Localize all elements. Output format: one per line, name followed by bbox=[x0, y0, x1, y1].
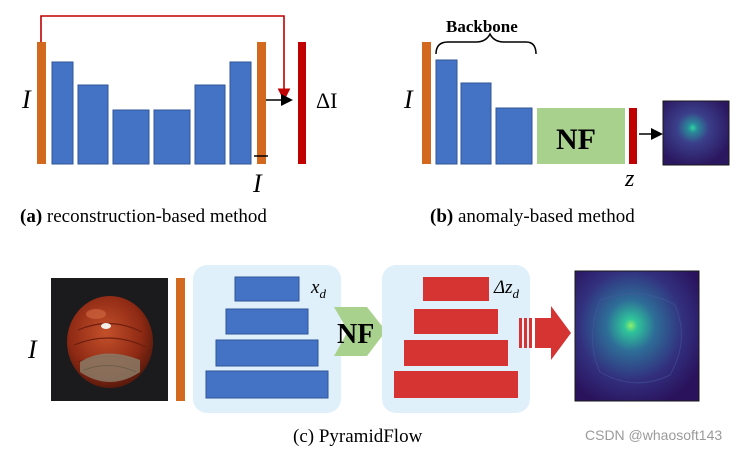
nf-block bbox=[537, 108, 625, 164]
panel-b-input-label: I bbox=[403, 85, 414, 114]
reconstruction-bar bbox=[257, 42, 266, 164]
pyramid-level-1 bbox=[234, 276, 300, 302]
latent-level-4 bbox=[394, 371, 518, 398]
panel-a: I I ΔI (a) reconstruction-based method bbox=[20, 15, 337, 227]
decoder-bar-1 bbox=[194, 84, 226, 165]
dz-label: Δzd bbox=[493, 277, 520, 301]
panel-b-caption: (b) anomaly-based method bbox=[430, 206, 635, 227]
anomaly-heatmap-c bbox=[574, 270, 700, 402]
anomaly-heatmap-b bbox=[662, 100, 730, 166]
latent-level-2 bbox=[414, 309, 498, 334]
latent-level-3 bbox=[404, 340, 508, 366]
pyramid-level-2 bbox=[225, 308, 309, 335]
encoder-bar-2 bbox=[77, 84, 109, 165]
xd-label: xd bbox=[310, 277, 326, 301]
input-image-bar bbox=[37, 42, 46, 164]
input-image-bar bbox=[176, 278, 185, 401]
latent-z-bar bbox=[629, 108, 637, 164]
backbone-brace bbox=[435, 32, 537, 55]
panel-c: I xd NF Δzd bbox=[27, 265, 700, 447]
backbone-bar-2 bbox=[460, 82, 492, 165]
panel-a-recon-label: I bbox=[252, 169, 263, 198]
panel-a-caption: (a) reconstruction-based method bbox=[20, 206, 267, 227]
backbone-bar-3 bbox=[495, 107, 533, 165]
backbone-bar-1 bbox=[435, 59, 458, 165]
panel-b-nf-label: NF bbox=[556, 123, 596, 156]
bottleneck-bar-1 bbox=[112, 109, 150, 165]
latent-level-1 bbox=[423, 277, 489, 301]
hazelnut-image bbox=[51, 278, 168, 401]
decoder-bar-2 bbox=[229, 61, 252, 165]
panel-a-diff-label: ΔI bbox=[316, 88, 337, 113]
skip-arrow bbox=[40, 15, 291, 102]
input-image-bar bbox=[422, 42, 431, 164]
encoder-bar-1 bbox=[51, 61, 74, 165]
nf-arrow bbox=[334, 307, 386, 356]
panel-c-caption: (c) PyramidFlow bbox=[293, 426, 423, 447]
difference-bar bbox=[298, 42, 306, 164]
watermark: CSDN @whaosoft143 bbox=[585, 427, 722, 443]
output-arrow-red bbox=[519, 306, 571, 360]
pyramid-level-4 bbox=[205, 370, 329, 399]
panel-b: I Backbone NF z (b) anomaly-based method bbox=[403, 17, 730, 227]
panel-a-input-label: I bbox=[21, 85, 32, 114]
bottleneck-bar-2 bbox=[153, 109, 191, 165]
panel-b-z-label: z bbox=[624, 166, 635, 192]
backbone-label: Backbone bbox=[446, 17, 518, 36]
panel-c-nf-label: NF bbox=[337, 319, 374, 350]
panel-c-input-label: I bbox=[27, 335, 38, 364]
pyramid-level-3 bbox=[215, 339, 319, 367]
